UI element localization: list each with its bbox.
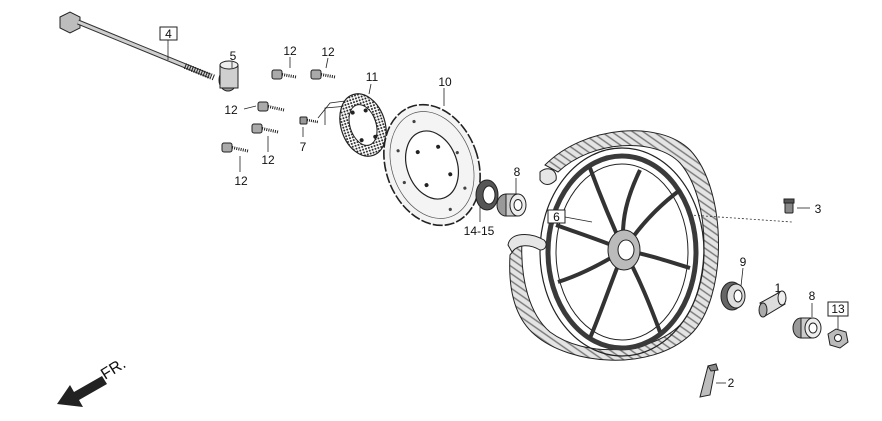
distance-collar: [758, 290, 787, 318]
axle-nut: [827, 328, 849, 349]
part-4-callout: 4: [159, 26, 178, 41]
part-label-12-b: 12: [321, 45, 335, 59]
part-label-4: 4: [165, 27, 172, 41]
wheel-assembly: [507, 130, 719, 361]
collar-spacer: [218, 60, 239, 92]
part-label-12-c: 12: [224, 103, 238, 117]
part-label-8-b: 8: [809, 289, 816, 303]
axle-shaft: [59, 11, 217, 81]
part-6-callout: 6: [547, 209, 566, 224]
sensor-bolt: [299, 116, 319, 125]
part-label-5: 5: [230, 49, 237, 63]
rim-strip-tab: [699, 363, 719, 398]
part-label-13: 13: [831, 302, 845, 316]
part-label-9: 9: [740, 255, 747, 269]
part-label-3: 3: [815, 202, 822, 216]
tire-valve: [783, 198, 795, 214]
part-label-6: 6: [553, 210, 560, 224]
hub-flange: [720, 281, 746, 311]
part-label-11: 11: [366, 70, 379, 84]
part-label-2: 2: [728, 376, 735, 390]
part-label-12-a: 12: [283, 44, 297, 58]
brake-disc: [383, 103, 481, 227]
part-label-7: 7: [300, 140, 307, 154]
part-label-12-e: 12: [234, 174, 248, 188]
oil-seal: [475, 179, 499, 211]
part-label-8-a: 8: [514, 165, 521, 179]
part-label-12-d: 12: [261, 153, 275, 167]
front-direction-arrow: [57, 376, 107, 407]
wheel-bearing-left: [496, 193, 527, 217]
part-label-10: 10: [438, 75, 452, 89]
abs-tone-ring: [339, 93, 387, 157]
disc-bolts: [221, 69, 336, 153]
part-label-14-15: 14-15: [464, 224, 495, 238]
part-label-1: 1: [775, 281, 782, 295]
part-13-callout: 13: [827, 301, 849, 317]
wheel-bearing-right: [792, 317, 822, 339]
